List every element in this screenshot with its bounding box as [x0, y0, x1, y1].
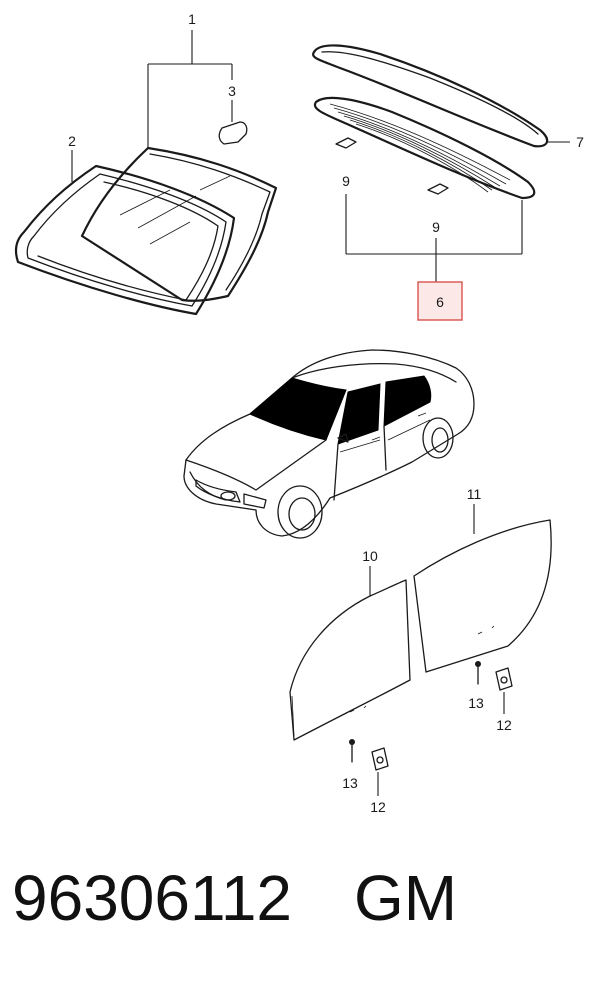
- rear-window-molding: [312, 44, 549, 148]
- callout-13-lower: 13: [342, 775, 358, 791]
- part-number: 96306112: [12, 862, 292, 934]
- callout-12-upper: 12: [496, 717, 512, 733]
- callout-2: 2: [68, 133, 76, 149]
- leader-lines-doors: [369, 504, 505, 796]
- bracket-lower: [371, 747, 389, 771]
- callout-11: 11: [467, 486, 482, 502]
- callout-6: 6: [436, 294, 444, 310]
- callout-9-left: 9: [342, 173, 350, 189]
- callout-7: 7: [576, 134, 584, 150]
- leader-lines-right: [345, 141, 570, 282]
- leader-lines-left: [71, 30, 233, 182]
- molding-clip-right: [427, 183, 449, 195]
- brand-name: GM: [354, 862, 458, 934]
- rear-door-glass: [413, 519, 552, 673]
- callout-13-upper: 13: [468, 695, 484, 711]
- callout-9-right: 9: [432, 219, 440, 235]
- bracket-upper: [495, 667, 513, 691]
- callout-12-lower: 12: [370, 799, 386, 815]
- callout-3: 3: [228, 83, 236, 99]
- callout-1: 1: [188, 11, 196, 27]
- callout-6-highlight: 6: [417, 281, 463, 321]
- sedan-illustration: [183, 349, 475, 539]
- windshield-glass: [80, 146, 278, 302]
- rear-window-glass: [313, 96, 536, 200]
- clip-part: [218, 121, 248, 145]
- bolt-upper: [475, 661, 481, 685]
- callout-10: 10: [362, 548, 378, 564]
- bolt-lower: [349, 739, 355, 763]
- windshield-molding: [14, 164, 236, 316]
- front-door-glass: [289, 579, 411, 741]
- molding-clip-left: [335, 137, 357, 149]
